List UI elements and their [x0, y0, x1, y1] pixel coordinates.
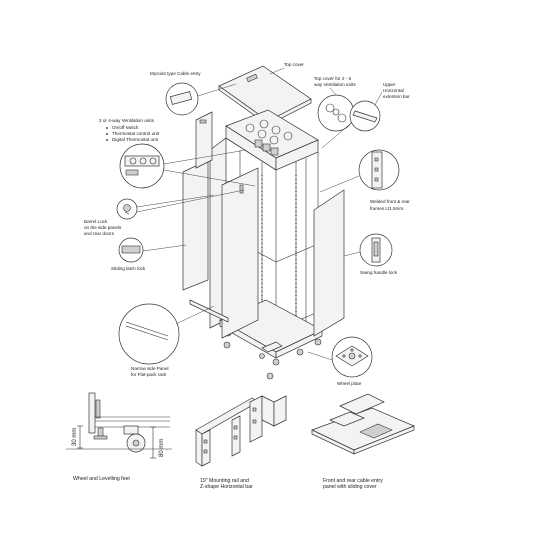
label-welded-frames-2: frames Lt1.5mm. — [370, 206, 404, 211]
cable-entry-panel-detail — [311, 393, 415, 455]
label-ventilation-units: 2 or 4-way Ventilation units — [99, 118, 155, 123]
label-welded-frames-1: Welded front & rear — [370, 199, 410, 204]
label-wheel-plate: Wheel plate — [337, 381, 362, 386]
label-upper-bar-2: Horizontal — [383, 88, 404, 93]
narrow-side-panel-detail — [118, 303, 180, 365]
label-swing-handle: Swing handle lock — [360, 270, 398, 275]
caption-rail-1: 19" Mounting rail and — [200, 478, 249, 484]
label-barrel-lock-2: on the side panels — [84, 225, 122, 230]
dim-80mm: 80 mm — [159, 439, 165, 457]
rear-panel-strip — [195, 111, 213, 169]
narrow-panel-strip — [189, 299, 229, 323]
ventilation-cover-detail — [317, 94, 355, 132]
right-side-panel — [313, 189, 345, 337]
label-narrow-panel-1: Narrow side Panel — [131, 366, 169, 371]
left-side-panel — [182, 159, 209, 291]
label-thermostat-control: Thermostat control unit — [112, 131, 160, 136]
label-narrow-panel-2: for Flat-pack rack — [131, 372, 167, 377]
label-top-cover-vent-2: way Ventilation units — [314, 82, 356, 87]
caption-wheel-feet: Wheel and Levelling feet — [73, 476, 130, 482]
label-upper-bar-3: extention bar — [383, 94, 410, 99]
label-mycoint-entry: Mycoint type Cable entry — [150, 71, 201, 76]
label-barrel-lock-1: Barrel Lock — [84, 219, 108, 224]
label-sliding-latch: Sliding latch lock — [111, 266, 146, 271]
dim-30mm: 30 mm — [72, 428, 78, 446]
loose-parts — [223, 341, 304, 380]
wheel-levelling-detail — [66, 392, 172, 459]
label-top-cover-vent-1: Top cover for 2 - 6 — [314, 76, 351, 81]
caption-rail-2: Z-shape Horizontal bar — [200, 484, 253, 490]
caption-entry-1: Front and rear cable entry — [323, 478, 383, 484]
caption-entry-2: panel with sliding cover — [323, 484, 377, 490]
front-door-panel — [221, 167, 259, 339]
label-barrel-lock-3: and rear doors — [84, 231, 115, 236]
label-top-cover: Top cover — [284, 62, 304, 67]
mounting-rail-detail — [195, 395, 287, 467]
label-upper-bar-1: Upper — [383, 82, 396, 87]
label-digital-thermostat: Digital Thermostat unit — [112, 137, 159, 142]
label-onoff-switch: On/off switch — [112, 125, 139, 130]
